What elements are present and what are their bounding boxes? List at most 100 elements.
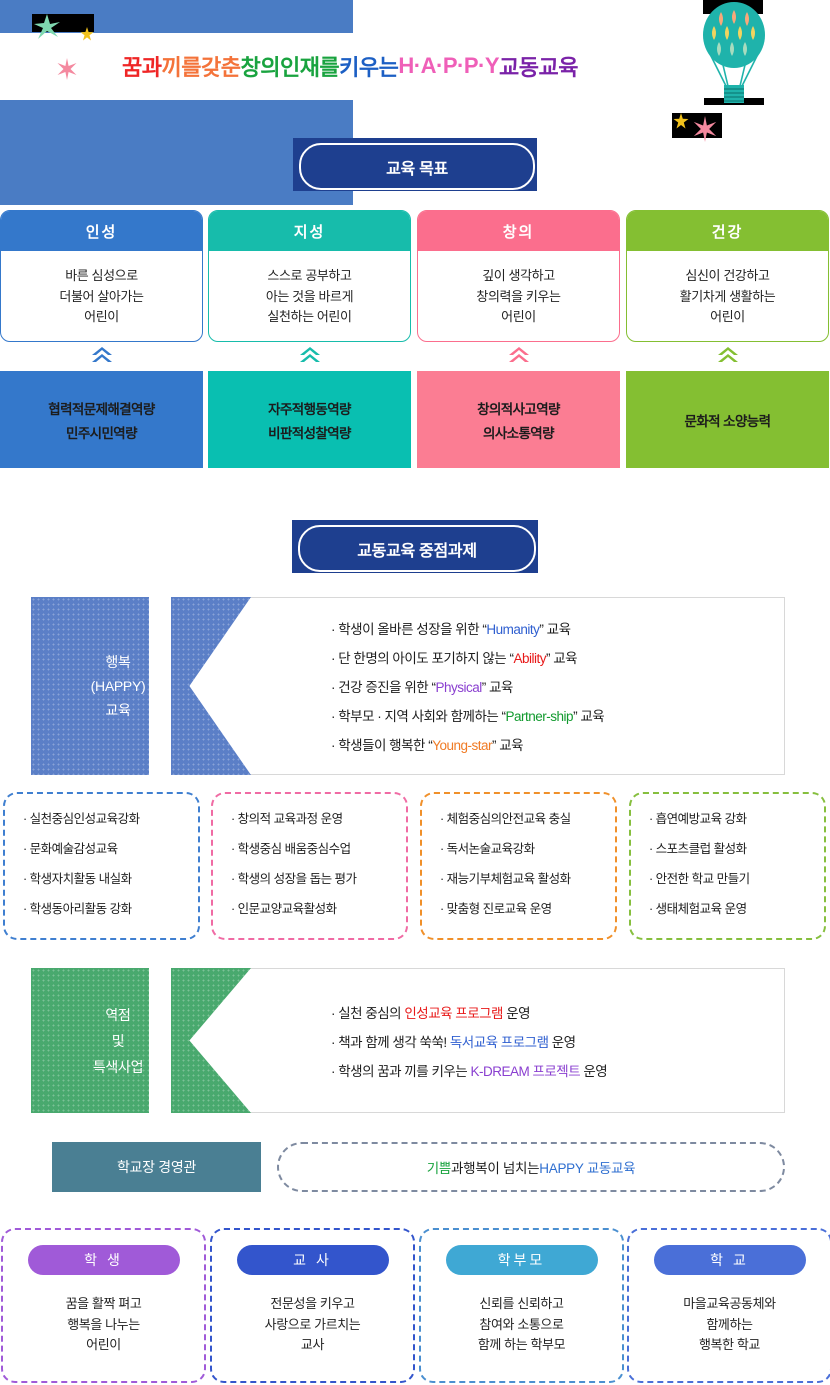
task-item: · 학생자치활동 내실화 [23,872,132,886]
competency-line: 문화적 소양능력 [684,413,772,429]
goal-card-header: 창의 [418,211,619,251]
goal-card-line: 창의력을 키우는 [476,288,561,304]
banner-arrow-happy: 행복(HAPPY)교육 [31,597,251,775]
role-line: 사랑으로 가르치는 [264,1316,361,1332]
goal-card-line: 어린이 [84,309,119,325]
task-item: · 체험중심의안전교육 충실 [440,812,571,826]
role-line: 마을교육공동체와 [683,1295,776,1311]
role-line: 행복을 나누는 [67,1316,140,1332]
special-item-1: · 실천 중심의 인성교육 프로그램 운영 [331,1002,607,1022]
goal-card-line: 바른 심성으로 [65,267,138,283]
happy-item-4-seg-1: Partner-ship [505,709,574,724]
happy-label-line: (HAPPY) [90,678,146,694]
happy-item-5-seg-0: · 학생들이 행복한 “ [331,738,433,753]
competency-line: 협력적문제해결역량 [48,401,155,417]
goal-card-line: 스스로 공부하고 [267,267,352,283]
up-arrow-icon-3 [509,347,529,363]
happy-label-line: 교육 [105,702,131,718]
title-segment-5: H·A·P·P·Y [398,53,500,78]
happy-item-1-seg-1: Humanity [486,622,540,637]
role-line: 함께하는 [706,1316,753,1332]
principal-value-seg-1: 과 [450,1161,464,1176]
principal-value-seg-0: 기쁨 [426,1161,452,1176]
special-item-1-seg-1: 인성교육 프로그램 [404,1005,503,1021]
happy-item-5-seg-2: ” 교육 [492,738,524,753]
focus-task-pill: 교동교육 중점과제 [292,520,538,573]
competency-line: 민주시민역량 [66,425,138,441]
principal-value-seg-3: 이 넘치는 [487,1161,540,1176]
task-item: · 스포츠클럽 활성화 [649,842,747,856]
happy-education-items: · 학생이 올바른 성장을 위한 “Humanity” 교육· 단 한명의 아이… [331,597,605,775]
competency-line: 자주적행동역량 [268,401,351,417]
special-item-2-seg-0: · 책과 함께 생각 쑥쑥! [331,1034,450,1050]
role-header: 교 사 [236,1245,389,1275]
happy-item-4-seg-0: · 학부모 · 지역 사회와 함께하는 “ [331,709,506,724]
special-item-3: · 학생의 꿈과 끼를 키우는 K-DREAM 프로젝트 운영 [331,1060,608,1080]
banner-notch [149,967,171,1114]
role-line: 함께 하는 학부모 [477,1337,566,1353]
happy-item-1-seg-2: ” 교육 [539,622,571,637]
happy-item-2-seg-2: ” 교육 [545,651,578,666]
goal-card-header: 지성 [209,211,410,251]
role-line: 어린이 [86,1337,121,1353]
happy-item-5: · 학생들이 행복한 “Young-star” 교육 [331,734,604,754]
special-item-2-seg-1: 독서교육 프로그램 [449,1034,549,1050]
task-box-1: · 실천중심인성교육강화· 문화예술감성교육· 학생자치활동 내실화· 학생동아… [3,792,200,940]
happy-item-1-seg-0: · 학생이 올바른 성장을 위한 “ [331,622,487,637]
principal-label: 학교장 경영관 [52,1142,261,1192]
goal-card-header: 인성 [1,211,202,251]
goal-card-line: 실천하는 어린이 [267,309,352,325]
goal-card-line: 심신이 건강하고 [685,267,770,283]
title-segment-6: 교동교육 [499,55,578,80]
happy-item-3-seg-2: ” 교육 [481,680,514,695]
competency-block-4: 문화적 소양능력 [626,371,829,468]
role-line: 교사 [300,1337,325,1353]
role-line: 행복한 학교 [698,1337,760,1353]
up-arrow-icon-2 [300,347,320,363]
artifact-patch-sparkles [672,113,722,138]
task-item: · 독서논술교육강화 [440,842,535,856]
principal-value-seg-4: HAPPY 교동교육 [539,1161,636,1176]
role-header: 학 생 [27,1245,180,1275]
special-projects-items: · 실천 중심의 인성교육 프로그램 운영 · 책과 함께 생각 쑥쑥! 독서교육… [331,968,608,1113]
task-item: · 학생의 성장을 돕는 평가 [231,872,357,886]
task-boxes: · 실천중심인성교육강화· 문화예술감성교육· 학생자치활동 내실화· 학생동아… [0,792,830,940]
page-title: 꿈과 끼를 갖춘 창의인재를 키우는 H·A·P·P·Y 교동교육 [0,44,700,88]
competency-line: 비판적성찰역량 [268,425,351,441]
hot-air-balloon-icon [703,2,765,103]
special-item-2: · 책과 함께 생각 쑥쑥! 독서교육 프로그램 운영 [331,1031,607,1051]
special-item-3-seg-2: 운영 [580,1063,608,1079]
role-line: 참여와 소통으로 [479,1316,564,1332]
happy-item-3: · 건강 증진을 위한 “Physical” 교육 [331,676,604,696]
title-segment-0: 꿈과 [122,55,162,80]
up-arrow-icon-1 [92,347,112,363]
goal-card-line: 활기차게 생활하는 [679,288,776,304]
goal-card-line: 아는 것을 바르게 [265,288,354,304]
happy-item-3-seg-1: Physical [435,680,482,695]
goal-card-line: 어린이 [710,309,745,325]
education-goal-pill: 교육 목표 [293,138,537,191]
goal-card-line: 어린이 [501,309,536,325]
role-header: 학 교 [653,1245,806,1275]
task-box-4: · 흡연예방교육 강화· 스포츠클럽 활성화· 안전한 학교 만들기· 생태체험… [629,792,826,940]
education-goal-pill-label: 교육 목표 [299,143,535,190]
goal-card-line: 깊이 생각하고 [482,267,555,283]
special-item-3-seg-1: K-DREAM 프로젝트 [470,1063,581,1079]
title-segment-2: 갖춘 [200,55,241,80]
task-item: · 안전한 학교 만들기 [649,872,750,886]
